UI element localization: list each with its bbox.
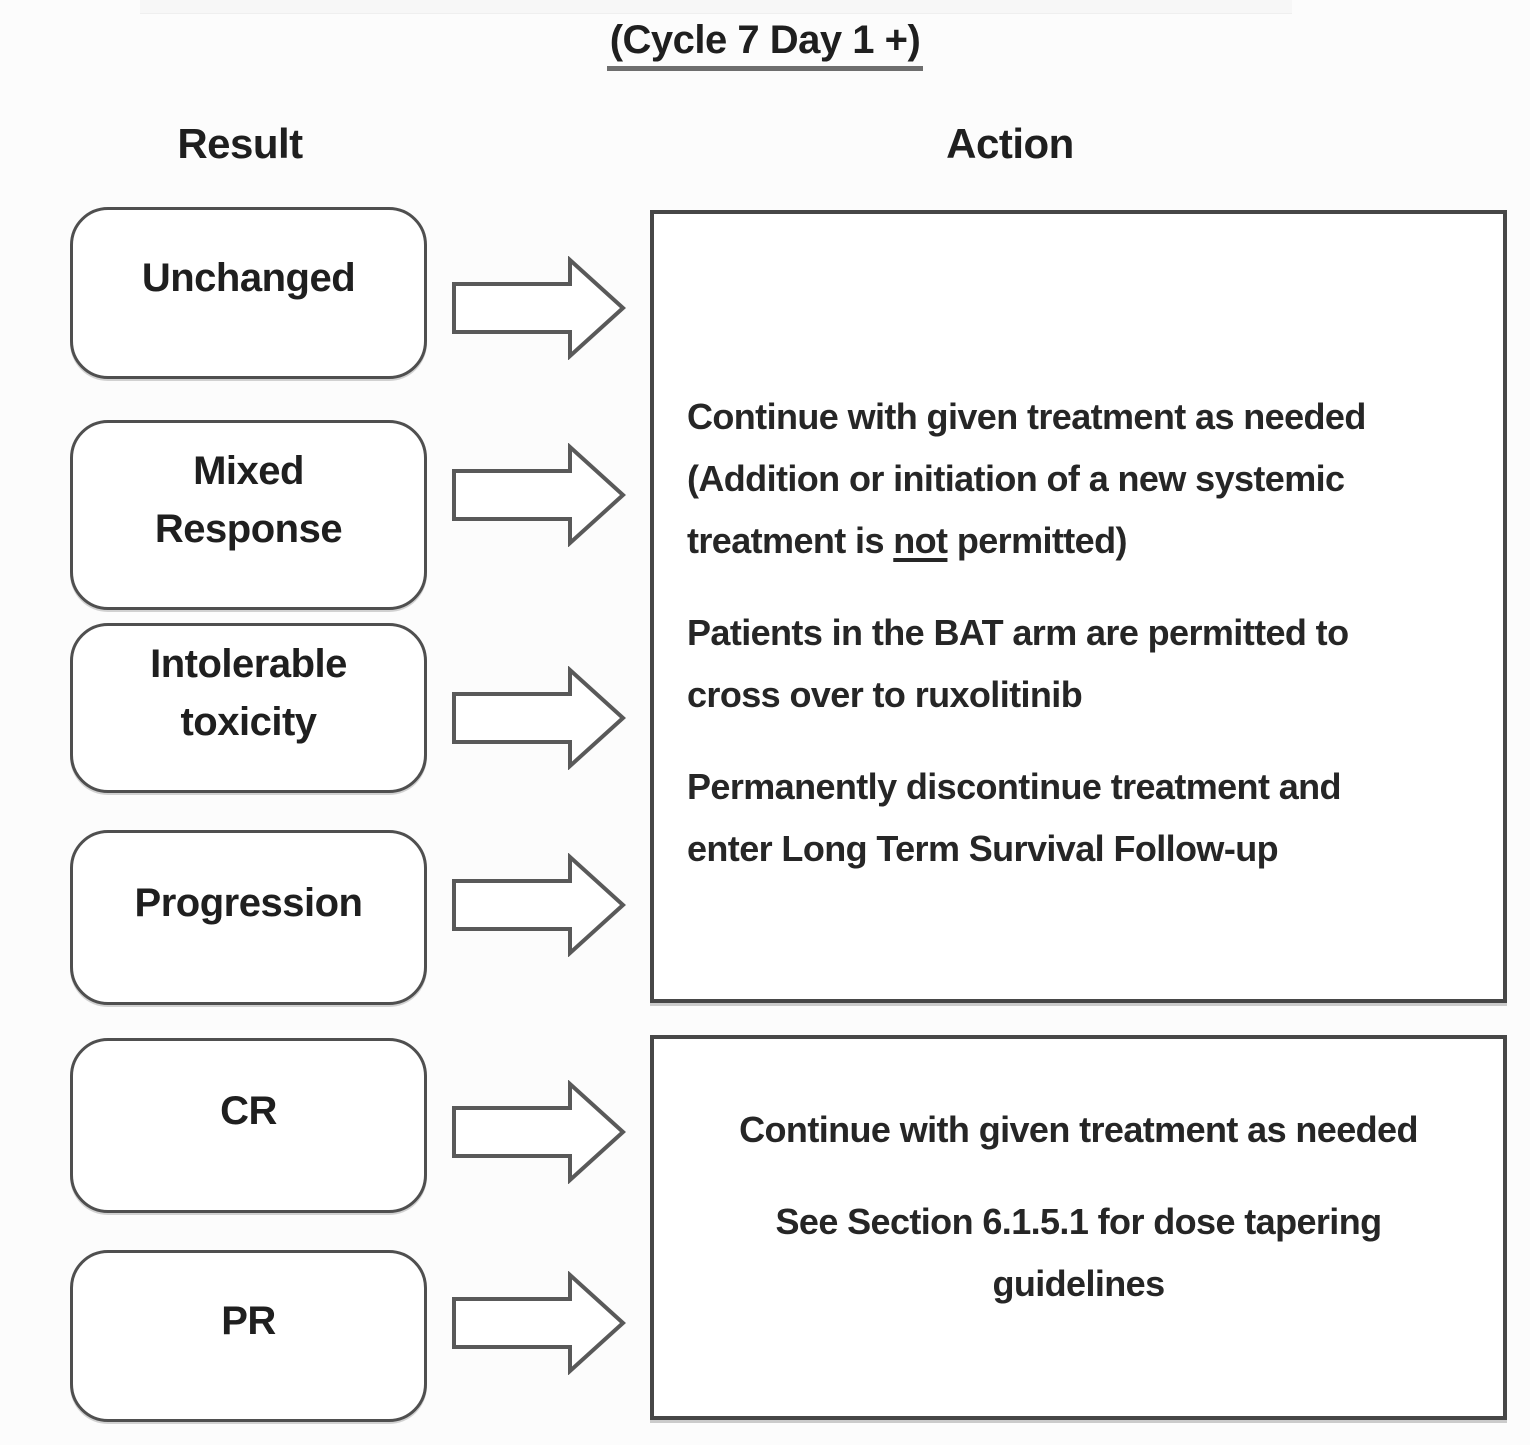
result-box-mixed-response: Mixed Response bbox=[70, 420, 427, 610]
action-text-line: See Section 6.1.5.1 for dose tapering bbox=[775, 1201, 1382, 1242]
result-box-cr: CR bbox=[70, 1038, 427, 1213]
result-label-pr: PR bbox=[221, 1299, 276, 1343]
figure-title: (Cycle 7 Day 1 +) bbox=[0, 18, 1530, 71]
result-box-progression: Progression bbox=[70, 830, 427, 1005]
action-paragraph-continue-treatment: Continue with given treatment as needed … bbox=[687, 386, 1493, 572]
action-text-line: guidelines bbox=[992, 1263, 1165, 1304]
right-arrow-icon bbox=[452, 1080, 626, 1184]
action-text-line: enter Long Term Survival Follow-up bbox=[687, 828, 1279, 869]
right-arrow-icon bbox=[452, 1271, 626, 1375]
not-emphasis: not bbox=[893, 520, 948, 561]
right-arrow-icon bbox=[452, 666, 626, 770]
action-text-line: treatment is not permitted) bbox=[687, 510, 1493, 572]
result-box-intolerable-toxicity: Intolerable toxicity bbox=[70, 623, 427, 793]
right-arrow-icon bbox=[452, 443, 626, 547]
action-paragraph-discontinue: Permanently discontinue treatment and en… bbox=[687, 756, 1493, 880]
action-text-segment: treatment is bbox=[687, 520, 894, 561]
result-label-mixed-response: Mixed Response bbox=[154, 449, 343, 551]
result-label-unchanged: Unchanged bbox=[141, 256, 356, 300]
action-paragraph-continue-treatment-2: Continue with given treatment as needed bbox=[664, 1099, 1493, 1161]
action-paragraph-bat-crossover: Patients in the BAT arm are permitted to… bbox=[687, 602, 1493, 726]
figure-title-text: (Cycle 7 Day 1 +) bbox=[606, 18, 924, 71]
result-column-header: Result bbox=[177, 120, 303, 167]
action-text-line: Permanently discontinue treatment and bbox=[687, 766, 1342, 807]
action-text-line: Continue with given treatment as needed bbox=[739, 1109, 1418, 1150]
result-label-intolerable-toxicity: Intolerable toxicity bbox=[150, 642, 347, 744]
action-box-non-response: Continue with given treatment as needed … bbox=[650, 210, 1507, 1003]
action-column-header: Action bbox=[946, 120, 1074, 167]
result-label-progression: Progression bbox=[134, 880, 363, 925]
right-arrow-icon bbox=[452, 853, 626, 957]
action-text-line: Patients in the BAT arm are permitted to bbox=[687, 612, 1349, 653]
result-label-cr: CR bbox=[220, 1088, 277, 1133]
action-text-line: (Addition or initiation of a new systemi… bbox=[687, 458, 1345, 499]
action-paragraph-dose-tapering: See Section 6.1.5.1 for dose tapering gu… bbox=[664, 1191, 1493, 1315]
action-text-line: Continue with given treatment as needed bbox=[687, 396, 1366, 437]
action-text-line: cross over to ruxolitinib bbox=[687, 674, 1083, 715]
action-box-response: Continue with given treatment as needed … bbox=[650, 1035, 1507, 1420]
top-edge-strip bbox=[140, 0, 1292, 14]
right-arrow-icon bbox=[452, 256, 626, 360]
action-text-segment: permitted) bbox=[947, 520, 1128, 561]
result-box-pr: PR bbox=[70, 1250, 427, 1422]
result-box-unchanged: Unchanged bbox=[70, 207, 427, 379]
